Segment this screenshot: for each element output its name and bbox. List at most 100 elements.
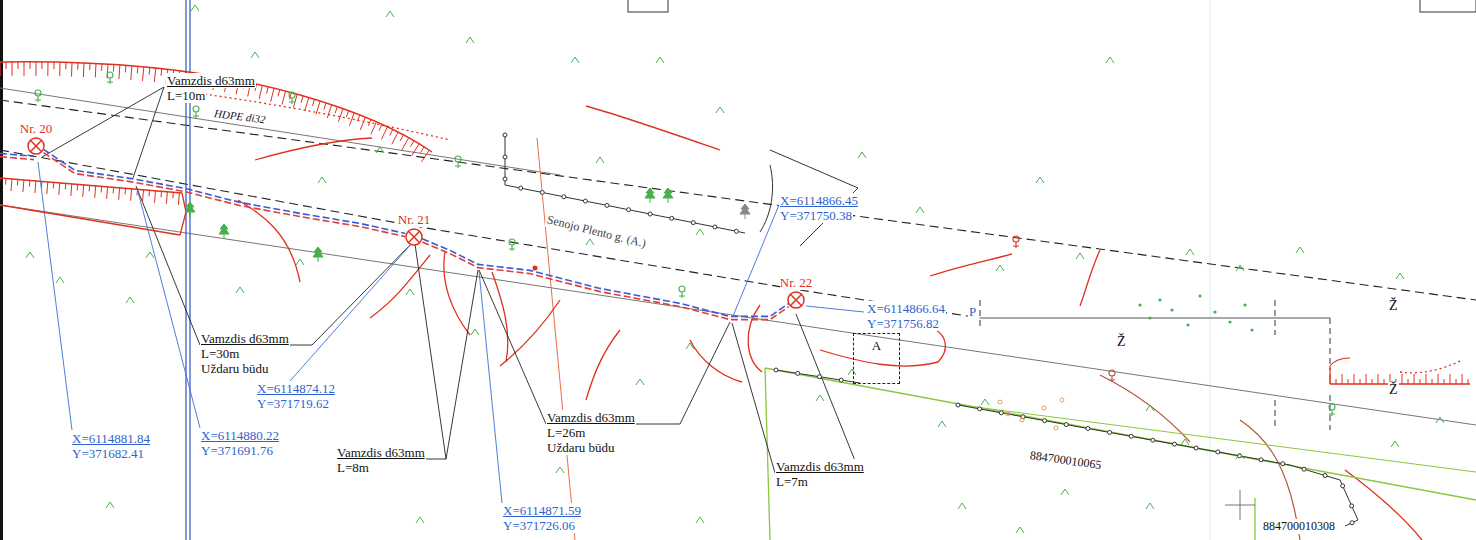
grass-mark [1181,439,1189,445]
grass-mark [596,157,604,163]
fence-post [999,411,1003,415]
coordinate-label: X=6114866.45 [779,193,859,208]
pipe-connector [43,149,405,236]
coordinate-label: Y=371726.06 [502,518,576,533]
pipe-line [422,239,788,317]
grass-mark [1036,177,1044,183]
manhole-symbol [404,227,424,247]
street-name: Senojo Plento g. (A.) [544,212,648,252]
shrub-dot [1243,303,1246,306]
pipe-connector [422,239,788,320]
fence-post [978,407,982,411]
coordinate-label: Y=371682.41 [71,446,145,461]
contour [586,106,720,150]
grass-mark [716,107,724,113]
shrub-dot [1170,308,1173,311]
fence-post [1281,462,1285,466]
land-use-mark: Ž [1388,298,1399,313]
grass-mark [981,399,989,405]
fence-post [1350,521,1354,525]
parcel-box: A [853,333,900,384]
contour [500,300,560,366]
grass-mark [386,11,394,17]
fence-post [774,368,778,372]
manhole-ring [788,292,804,308]
tree-symbol [645,188,655,203]
fence-post [956,403,960,407]
pipe-callout: Vamzdis d63mm [200,331,290,346]
grass-mark [1391,441,1399,447]
contour [255,138,372,160]
tree-symbol [740,204,750,219]
contour [1345,470,1422,540]
contour [820,330,945,366]
fence-line [505,135,745,233]
coordinate-label: P [968,304,977,319]
leader-lines [42,87,860,473]
leader-line [136,186,412,345]
grass-mark [1236,453,1244,459]
slope-hachure-ticks [0,62,429,162]
grass-mark [996,265,1004,271]
pipe-callout: Vamzdis d63mm [775,459,865,474]
coordinate-label: Y=371750.38 [779,208,853,223]
cable-label: HDPE di32 [212,106,267,127]
grass-mark [318,177,326,183]
road-edge [0,88,560,175]
grass-mark [916,207,924,213]
grass-mark [191,5,199,11]
fence-post [1302,467,1306,471]
grass-mark [1436,417,1444,423]
tree-symbol [313,247,323,262]
fence-post [670,216,674,220]
grass-mark [1186,249,1194,255]
shrub-dot [1138,303,1141,306]
fence-post [1064,423,1068,427]
pole-symbol [35,90,41,102]
fence-post [605,203,609,207]
grass-mark [126,297,134,303]
manhole-node: Nr. 21 [398,212,431,247]
coordinate-leaders [38,162,864,503]
pipe-callout: L=10m [166,88,206,103]
pipe-callout: L=30m [200,346,240,361]
manhole-cross [408,231,419,242]
tree-symbol [219,224,229,239]
coordinate-label: X=6114881.84 [71,431,151,446]
grass-mark [696,229,704,235]
fence-post [1194,446,1198,450]
pole-symbol [509,239,515,251]
contour [444,252,470,335]
fence-post [503,177,507,181]
manhole-cross [790,294,801,305]
grass-mark [1146,405,1154,411]
shrub-ring [1042,406,1046,410]
grass-mark [1146,503,1154,509]
parcels [765,368,1476,540]
contour [586,330,620,400]
leader-line [733,205,779,316]
road-lines [0,88,1476,430]
fence-post [1259,458,1263,462]
parcel-number: 884700010065 [1028,448,1103,473]
leader-line [336,244,478,459]
fence-post [734,229,738,233]
pipe-line [43,149,405,233]
pole-symbol [1109,370,1115,382]
utility-lines [0,0,575,540]
grass-mark [146,252,154,258]
shrub-dot [1158,298,1161,301]
grass-mark [1061,489,1069,495]
title-stub [628,0,668,12]
coordinate-label: X=6114871.59 [502,503,582,518]
slope-hachure [0,62,432,152]
shrub-dot [1186,323,1189,326]
shrub-dot [1198,294,1201,297]
manhole-node: Nr. 22 [780,275,813,310]
fence-post [839,378,843,382]
grass-mark [816,395,824,401]
manhole-node: Nr. 20 [20,121,53,156]
fence-line [776,370,860,383]
grass-mark [656,57,664,63]
